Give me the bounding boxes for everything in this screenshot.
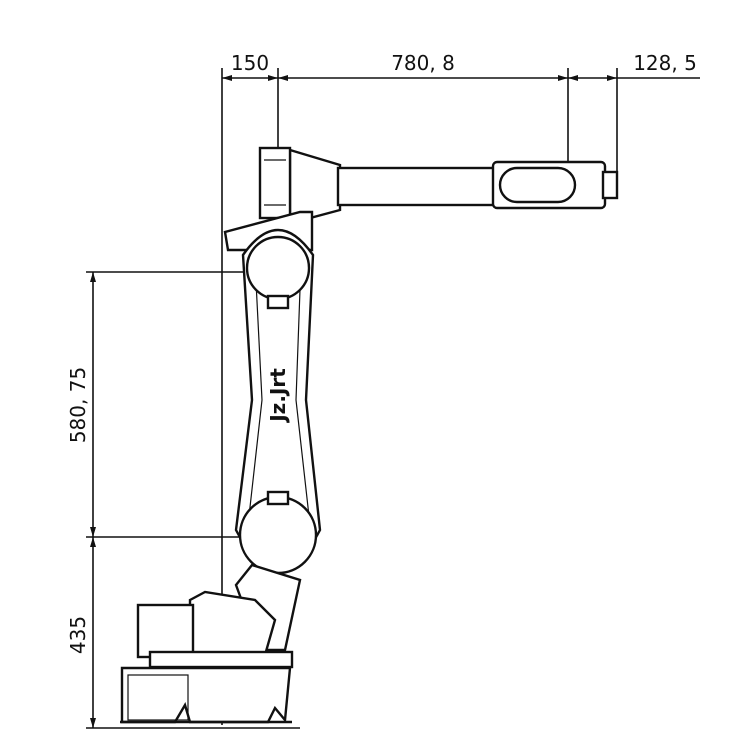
upper-arm: [258, 146, 619, 220]
dim-150: 150: [231, 51, 269, 75]
base: [120, 563, 302, 724]
dim-580-75: 580, 75: [66, 367, 90, 443]
brand-logo: Jz.Jrt: [266, 368, 290, 424]
dim-128-5: 128, 5: [633, 51, 697, 75]
dim-435: 435: [66, 616, 90, 654]
dim-780-8: 780, 8: [391, 51, 455, 75]
lower-arm: Jz.Jrt: [223, 210, 322, 575]
